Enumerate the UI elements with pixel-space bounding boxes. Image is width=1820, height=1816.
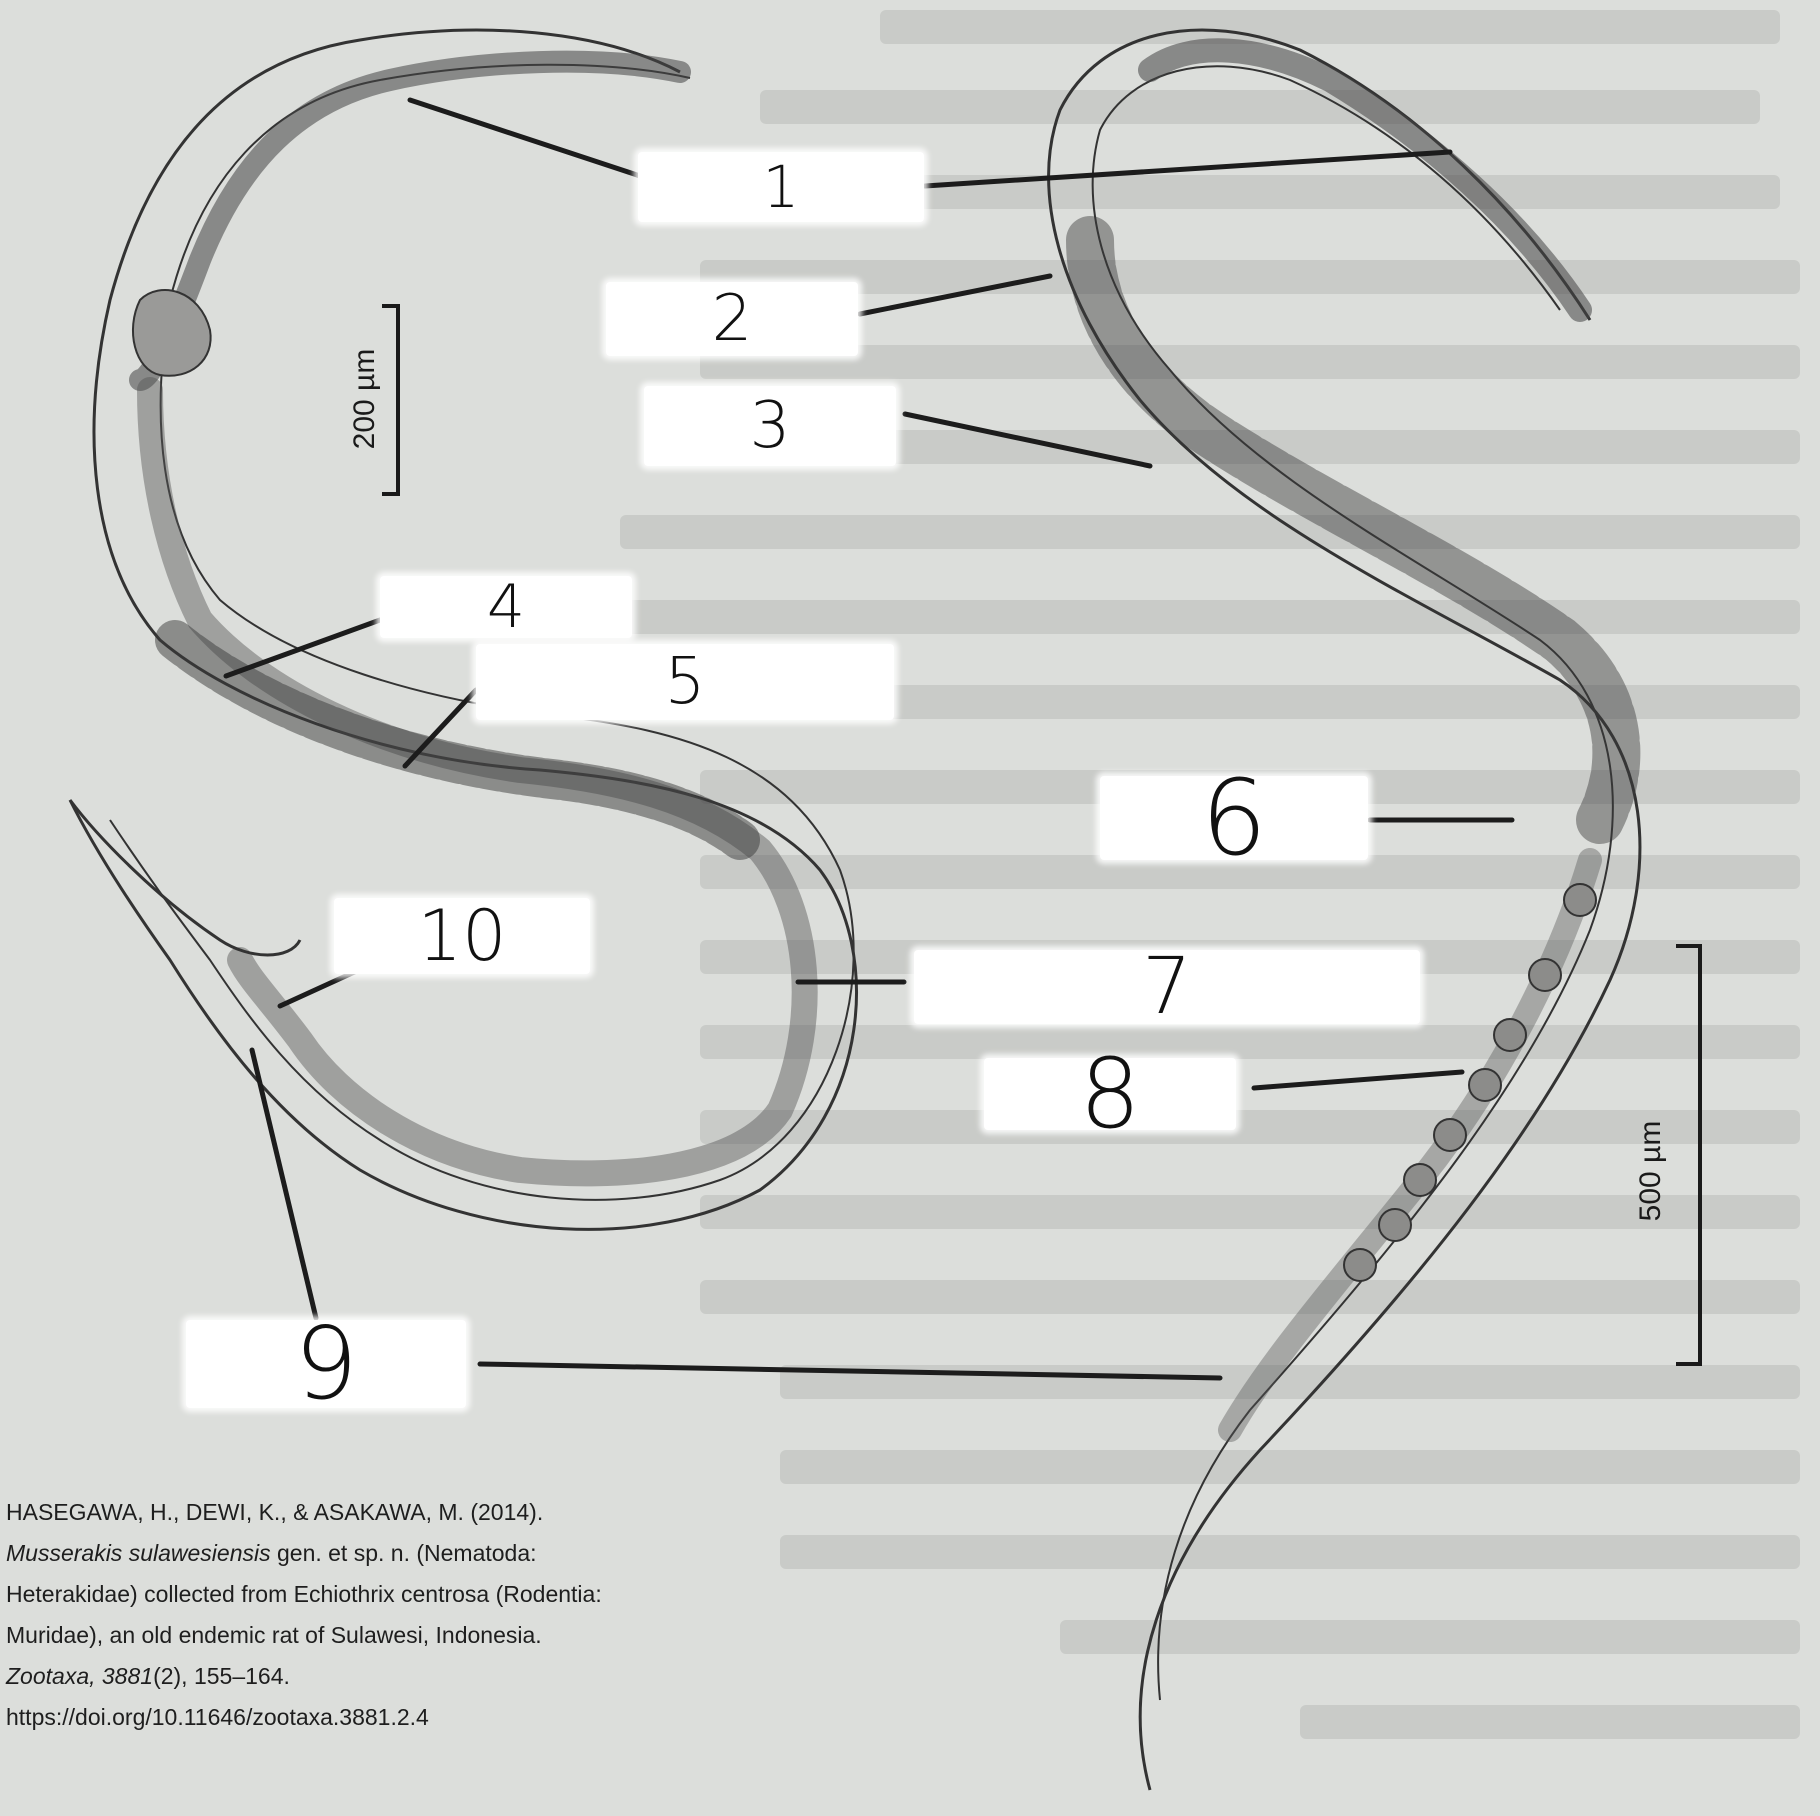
leader-3 (902, 411, 1153, 469)
label-2: 2 (606, 282, 858, 356)
label-10: 10 (334, 898, 590, 974)
label-10-number: 10 (417, 895, 507, 977)
left-tail (68, 799, 302, 957)
scale-bar-large (1676, 944, 1702, 1366)
left-esophagus (129, 50, 691, 391)
citation-line-2-rest: gen. et sp. n. (Nematoda: (270, 1540, 537, 1566)
left-intestine (137, 377, 818, 1187)
left-worm (68, 28, 858, 1231)
citation-species: Musserakis sulawesiensis (6, 1540, 271, 1566)
leader-8 (1251, 1069, 1465, 1091)
scale-bar-small (382, 304, 400, 496)
citation: HASEGAWA, H., DEWI, K., & ASAKAWA, M. (2… (6, 1492, 806, 1738)
label-3: 3 (644, 386, 896, 466)
scale-bars (382, 304, 1702, 1366)
citation-doi: https://doi.org/10.11646/zootaxa.3881.2.… (6, 1704, 429, 1730)
label-7-number: 7 (1142, 942, 1192, 1032)
citation-journal: Zootaxa (6, 1663, 90, 1689)
right-eggs (1343, 883, 1597, 1282)
label-4: 4 (380, 576, 632, 638)
leader-5 (402, 687, 479, 769)
label-5-number: 5 (664, 645, 706, 719)
label-7: 7 (914, 942, 1420, 1032)
right-worm-inner (1091, 65, 1614, 1701)
right-uterus (1066, 216, 1641, 844)
citation-pages: (2), 155–164. (153, 1663, 290, 1689)
citation-line-1: HASEGAWA, H., DEWI, K., & ASAKAWA, M. (2… (6, 1499, 544, 1525)
citation-line-4: Muridae), an old endemic rat of Sulawesi… (6, 1622, 542, 1648)
leader-9a (249, 1047, 319, 1321)
leader-4 (223, 617, 383, 679)
citation-line-2: Musserakis sulawesiensis gen. et sp. n. … (6, 1533, 806, 1574)
label-5: 5 (476, 644, 894, 720)
scale-label-small: 200 µm (348, 348, 381, 450)
left-testis (155, 620, 760, 860)
citation-volume: , 3881 (89, 1663, 154, 1689)
label-6: 6 (1100, 766, 1368, 870)
label-3-number: 3 (749, 389, 791, 463)
right-esophagus (1138, 38, 1592, 322)
label-8: 8 (984, 1046, 1236, 1142)
label-1: 1 (638, 152, 924, 222)
label-9-number: 9 (294, 1305, 358, 1422)
citation-line-3: Heterakidae) collected from Echiothrix c… (6, 1581, 602, 1607)
label-6-number: 6 (1200, 757, 1268, 879)
leader-1a (407, 97, 643, 179)
leader-lines (223, 97, 1515, 1381)
label-8-number: 8 (1079, 1038, 1141, 1150)
left-bulb (132, 289, 212, 377)
right-worm (1047, 28, 1642, 1791)
left-worm-inner (109, 63, 855, 1201)
label-4-number: 4 (486, 572, 526, 642)
leader-2 (857, 273, 1053, 317)
background-texture (620, 10, 1800, 1739)
right-worm-outline (1047, 28, 1642, 1791)
label-1-number: 1 (762, 153, 800, 221)
citation-line-5: Zootaxa, 3881(2), 155–164. (6, 1656, 806, 1697)
label-9: 9 (186, 1314, 466, 1414)
label-2-number: 2 (711, 282, 753, 356)
leader-1b (922, 149, 1453, 189)
scale-label-large: 500 µm (1634, 1120, 1667, 1222)
leader-9b (477, 1361, 1223, 1381)
